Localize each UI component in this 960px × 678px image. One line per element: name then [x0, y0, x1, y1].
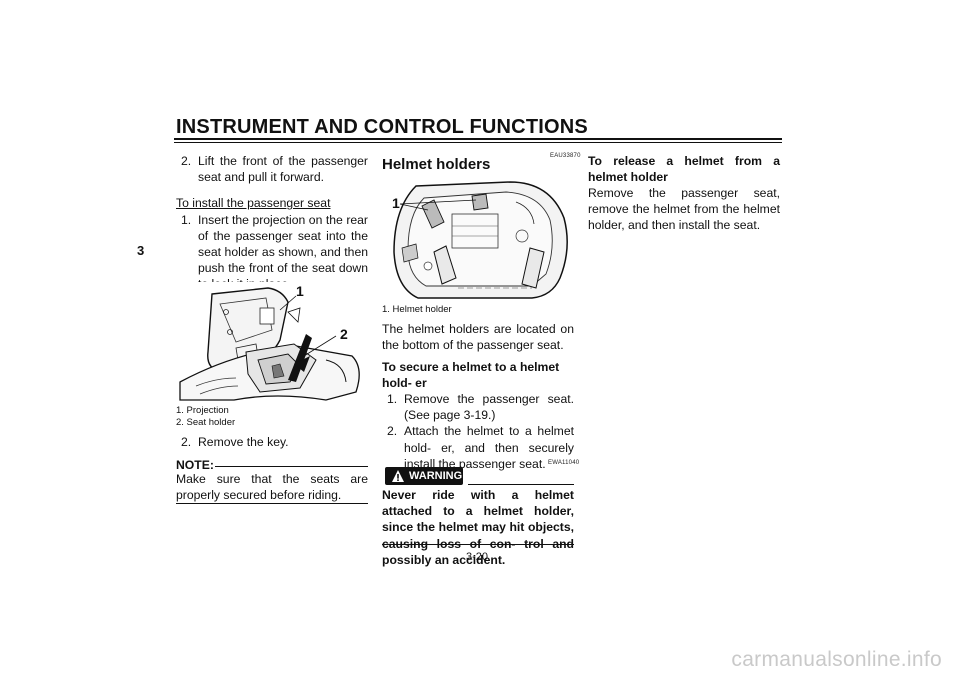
header-rule — [174, 138, 782, 140]
install-heading: To install the passenger seat — [176, 196, 331, 211]
section-code: EAU33870 — [550, 153, 581, 159]
figure-1-captions: 1. Projection 2. Seat holder — [176, 405, 368, 429]
step-remove-seat: 1. Remove the passenger seat. (See page … — [382, 391, 574, 423]
warning-badge: WARNING — [385, 467, 463, 485]
watermark: carmanualsonline.info — [731, 648, 942, 671]
figure-callout-2: 2 — [340, 326, 348, 342]
figure-callout-1: 1 — [296, 283, 304, 299]
column-1-lower: 2. Remove the key. — [176, 434, 368, 450]
chapter-tab: 3 — [137, 243, 145, 258]
caption-projection: 1. Projection — [176, 405, 229, 416]
helmet-holder-intro: The helmet holders are located on the bo… — [382, 322, 574, 353]
step-number: 2. — [181, 435, 192, 449]
step-text: Remove the passenger seat. (See page 3-1… — [404, 392, 574, 423]
step-number: 1. — [387, 392, 398, 406]
caption-seat-holder: 2. Seat holder — [176, 417, 236, 428]
column-1: 2. Lift the front of the passenger seat … — [176, 153, 368, 293]
warning-code: EWA11040 — [548, 460, 580, 466]
step-text: Lift the front of the passenger seat and… — [198, 154, 368, 185]
warning-icon — [392, 470, 404, 482]
page-number: 3-20 — [466, 551, 489, 563]
header-rule-thin — [174, 142, 782, 143]
step-number: 2. — [387, 424, 398, 439]
caption-helmet-holder: 1. Helmet holder — [382, 304, 452, 315]
release-heading: To release a helmet from a helmet holder — [588, 154, 780, 185]
note-rule-bottom — [176, 503, 368, 504]
step-lift-seat: 2. Lift the front of the passenger seat … — [176, 153, 368, 185]
secure-heading: To secure a helmet to a helmet hold- er — [382, 360, 560, 391]
release-text: Remove the passenger seat, remove the he… — [588, 186, 780, 233]
step-number: 1. — [181, 212, 192, 227]
warning-rule-bottom — [382, 544, 574, 545]
figure-callout-1: 1 — [392, 195, 400, 211]
helmet-holder-illustration — [382, 178, 574, 300]
warning-label: WARNING — [409, 470, 463, 482]
step-remove-key: 2. Remove the key. — [176, 434, 368, 450]
step-text: Insert the projection on the rear of the… — [198, 212, 368, 292]
page-header-title: INSTRUMENT AND CONTROL FUNCTIONS — [176, 116, 588, 138]
step-text: Remove the key. — [198, 435, 289, 449]
note-rule-top — [215, 466, 368, 467]
warning-text: Never ride with a helmet attached to a h… — [382, 488, 574, 567]
step-attach-helmet: 2. Attach the helmet to a helmet hold- e… — [382, 423, 574, 472]
step-insert-projection: 1. Insert the projection on the rear of … — [176, 212, 368, 293]
seat-installation-illustration — [176, 282, 368, 402]
step-number: 2. — [181, 154, 192, 168]
note-text: Make sure that the seats are properly se… — [176, 472, 368, 503]
note-label: NOTE: — [176, 458, 214, 472]
section-heading-helmet-holders: Helmet holders — [382, 156, 491, 173]
secure-steps: 1. Remove the passenger seat. (See page … — [382, 391, 574, 472]
warning-rule-top — [468, 484, 574, 485]
